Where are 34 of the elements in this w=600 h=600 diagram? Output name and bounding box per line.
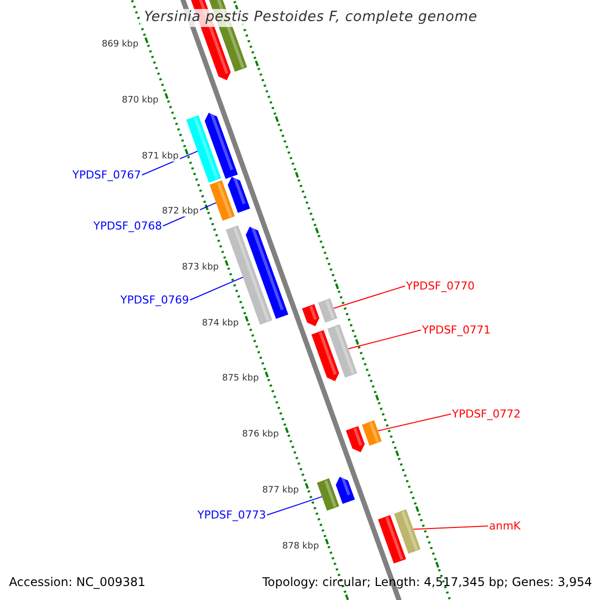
gene-label: YPDSF_0769 [120,294,189,306]
gene-bar [362,420,382,446]
scale-label: 870 kbp [120,96,160,106]
scale-label: 877 kbp [261,486,300,496]
scale-label: 872 kbp [160,208,200,217]
gene-bar [210,180,235,221]
leader-line [348,330,422,350]
leader-line [266,496,322,516]
accession-text: Accession: NC_009381 [9,575,146,590]
scale-label: 874 kbp [201,319,240,328]
gene-bar [316,478,340,511]
gene-label: YPDSF_0772 [452,408,521,420]
leader-line [333,286,406,309]
gene-label: YPDSF_0771 [422,324,491,336]
scale-label: 875 kbp [221,374,260,384]
gene-bar [186,115,222,183]
scale-label: 873 kbp [181,264,220,273]
gene-bar [394,509,421,554]
genome-info-text: Topology: circular; Length: 4,517,345 bp; Genes: 3,954 [262,575,592,590]
gene-label: YPDSF_0770 [406,280,475,292]
scale-label: 871 kbp [140,152,180,162]
gene-label: YPDSF_0768 [93,220,162,232]
gene-label: YPDSF_0773 [197,510,266,520]
gene-label: YPDSF_0767 [72,170,141,180]
leader-line [190,276,244,300]
gene-bar [327,324,358,378]
scale-label: 876 kbp [241,430,280,440]
leader-line [142,150,198,176]
scale-label: 869 kbp [100,40,140,50]
scale-label: 878 kbp [281,542,320,552]
leader-line [412,526,488,530]
leader-line [377,414,452,432]
gene-bar [318,298,338,323]
gene-label: anmK [489,520,521,532]
